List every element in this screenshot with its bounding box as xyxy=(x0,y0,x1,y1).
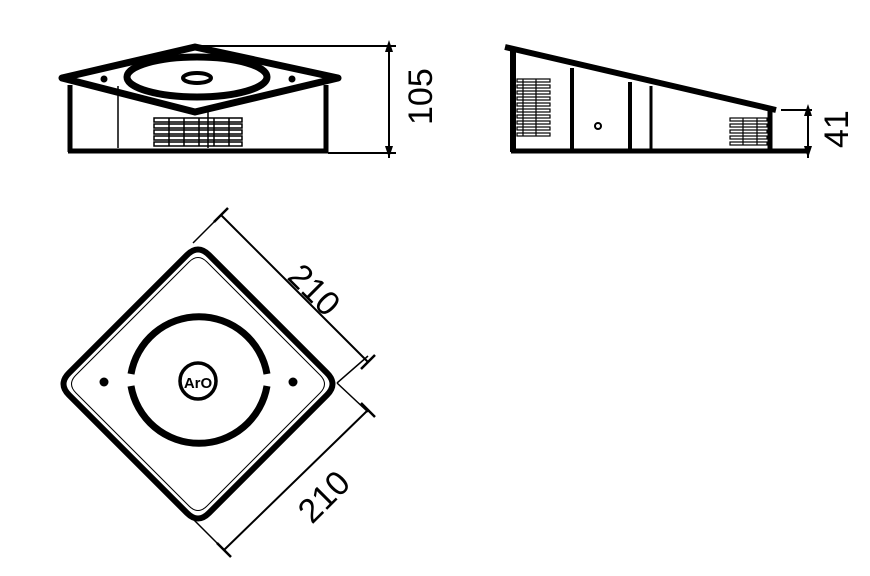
side-vent-right xyxy=(729,117,768,146)
low-end-height-dimension-label: 41 xyxy=(818,110,856,148)
height-dimension-label: 105 xyxy=(402,68,440,125)
brand-logo: ArO xyxy=(184,375,213,392)
top-view xyxy=(60,207,376,558)
side-view xyxy=(504,44,812,158)
side-vent-left xyxy=(516,78,551,137)
vent-grille xyxy=(117,86,243,148)
side-length-dimension-label-upper: 210 xyxy=(280,257,347,324)
side-length-dimension-label-lower: 210 xyxy=(291,464,358,531)
front-view xyxy=(58,40,396,158)
